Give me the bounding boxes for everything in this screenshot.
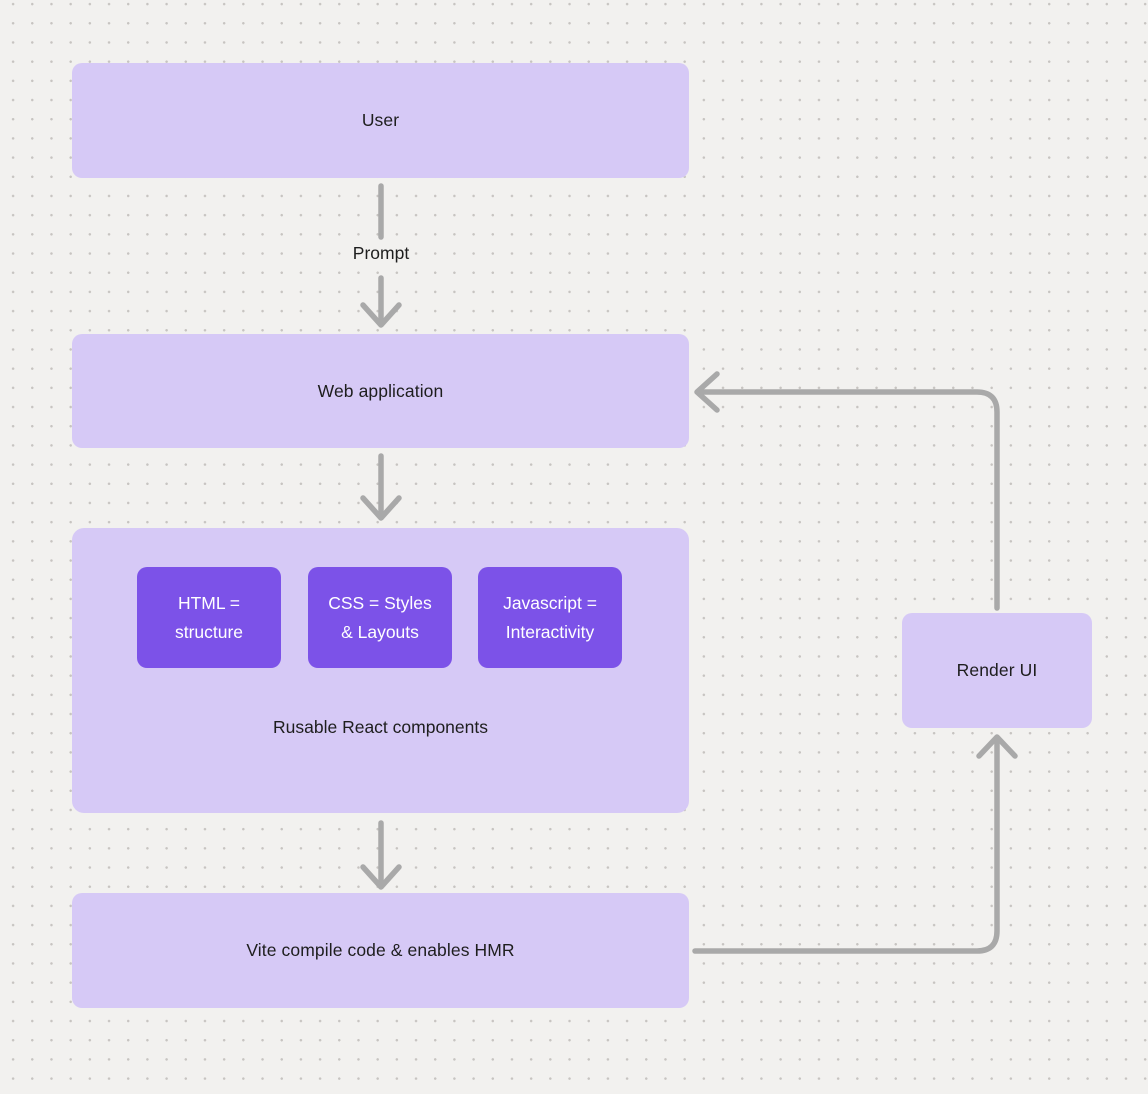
node-web-application-label: Web application: [317, 380, 444, 401]
node-html-line2: structure: [174, 621, 244, 642]
node-js-line2: Interactivity: [505, 621, 595, 642]
connector-renderui-to-webapp[interactable]: [694, 371, 1000, 611]
prompt-edge-label[interactable]: Prompt: [352, 243, 410, 263]
node-js-line1: Javascript =: [503, 592, 597, 613]
node-html-structure[interactable]: HTML = structure: [137, 567, 281, 668]
node-react-components-group[interactable]: HTML = structure CSS = Styles & Layouts …: [72, 528, 689, 813]
node-vite-compile[interactable]: Vite compile code & enables HMR: [72, 893, 689, 1008]
node-web-application[interactable]: Web application: [72, 334, 689, 448]
node-javascript-interactivity[interactable]: Javascript = Interactivity: [478, 567, 622, 668]
node-user-label: User: [361, 110, 400, 130]
node-user[interactable]: User: [72, 63, 689, 178]
node-vite-label: Vite compile code & enables HMR: [246, 940, 515, 960]
arrow-components-to-vite[interactable]: [360, 820, 402, 890]
node-css-styles[interactable]: CSS = Styles & Layouts: [308, 567, 452, 668]
connector-vite-to-renderui[interactable]: [692, 734, 1018, 954]
arrow-webapp-to-components[interactable]: [360, 453, 402, 521]
arrow-user-to-webapp[interactable]: [360, 183, 402, 328]
node-render-ui-label: Render UI: [956, 660, 1038, 680]
node-css-line2: & Layouts: [341, 621, 419, 642]
react-components-caption: Rusable React components: [273, 717, 488, 737]
node-css-line1: CSS = Styles: [328, 592, 432, 613]
node-render-ui[interactable]: Render UI: [902, 613, 1092, 728]
node-html-line1: HTML =: [177, 592, 241, 613]
